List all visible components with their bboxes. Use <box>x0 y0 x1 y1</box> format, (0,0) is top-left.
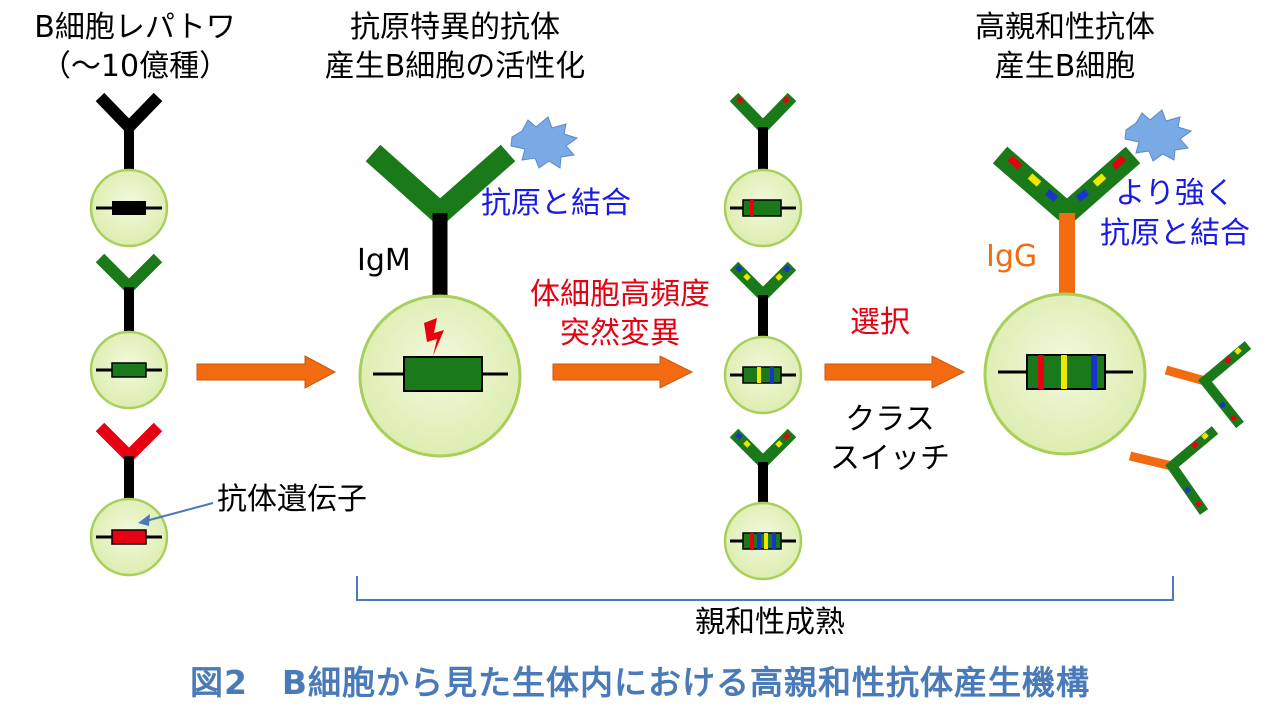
label-stronger-bind-line1: より強く <box>1115 176 1235 211</box>
mutation-lightning-icon <box>424 318 444 356</box>
label-repertoire: B細胞レパトワ <box>34 10 236 45</box>
figure-caption: 図2 B細胞から見た生体内における高親和性抗体産生機構 <box>189 663 1091 702</box>
mutated-cell-2 <box>723 261 803 415</box>
label-stronger-bind-line2: 抗原と結合 <box>1100 216 1250 251</box>
label-igg: IgG <box>986 239 1038 274</box>
arrow-activation <box>196 355 337 389</box>
antigen-icon-bound <box>1124 109 1193 162</box>
high-affinity-igg-cell <box>983 146 1147 456</box>
mutated-cell-3 <box>723 428 803 581</box>
label-activation-line2: 産生B細胞の活性化 <box>324 49 586 84</box>
label-high-affinity-line2: 産生B細胞 <box>994 49 1136 84</box>
label-high-affinity-line1: 高親和性抗体 <box>975 10 1155 45</box>
label-bind-antigen: 抗原と結合 <box>481 186 631 221</box>
label-repertoire-count: （〜10億種） <box>40 49 230 84</box>
repertoire-cell-green <box>89 253 169 410</box>
activated-igm-cell <box>358 144 522 458</box>
label-antibody-gene: 抗体遺伝子 <box>217 482 367 517</box>
label-selection: 選択 <box>850 305 910 340</box>
repertoire-cell-red <box>89 422 169 577</box>
mutated-cell-1 <box>723 92 803 248</box>
label-class-switch-line2: スイッチ <box>830 441 950 476</box>
label-class-switch-line1: クラス <box>845 402 935 437</box>
label-affinity-maturation: 親和性成熟 <box>695 605 845 640</box>
arrow-hypermutation <box>552 355 694 389</box>
secreted-igg-2 <box>1128 426 1219 515</box>
label-igm: IgM <box>357 243 411 278</box>
label-activation-line1: 抗原特異的抗体 <box>350 10 560 45</box>
label-shm-line2: 突然変異 <box>560 316 680 351</box>
repertoire-cell-black <box>89 92 169 248</box>
label-shm-line1: 体細胞高頻度 <box>530 277 710 312</box>
arrow-selection <box>824 355 966 389</box>
secreted-igg-1 <box>1164 341 1252 429</box>
antibody-gene-pointer <box>138 502 214 526</box>
affinity-maturation-bracket <box>356 576 1174 601</box>
antigen-icon <box>510 116 579 169</box>
